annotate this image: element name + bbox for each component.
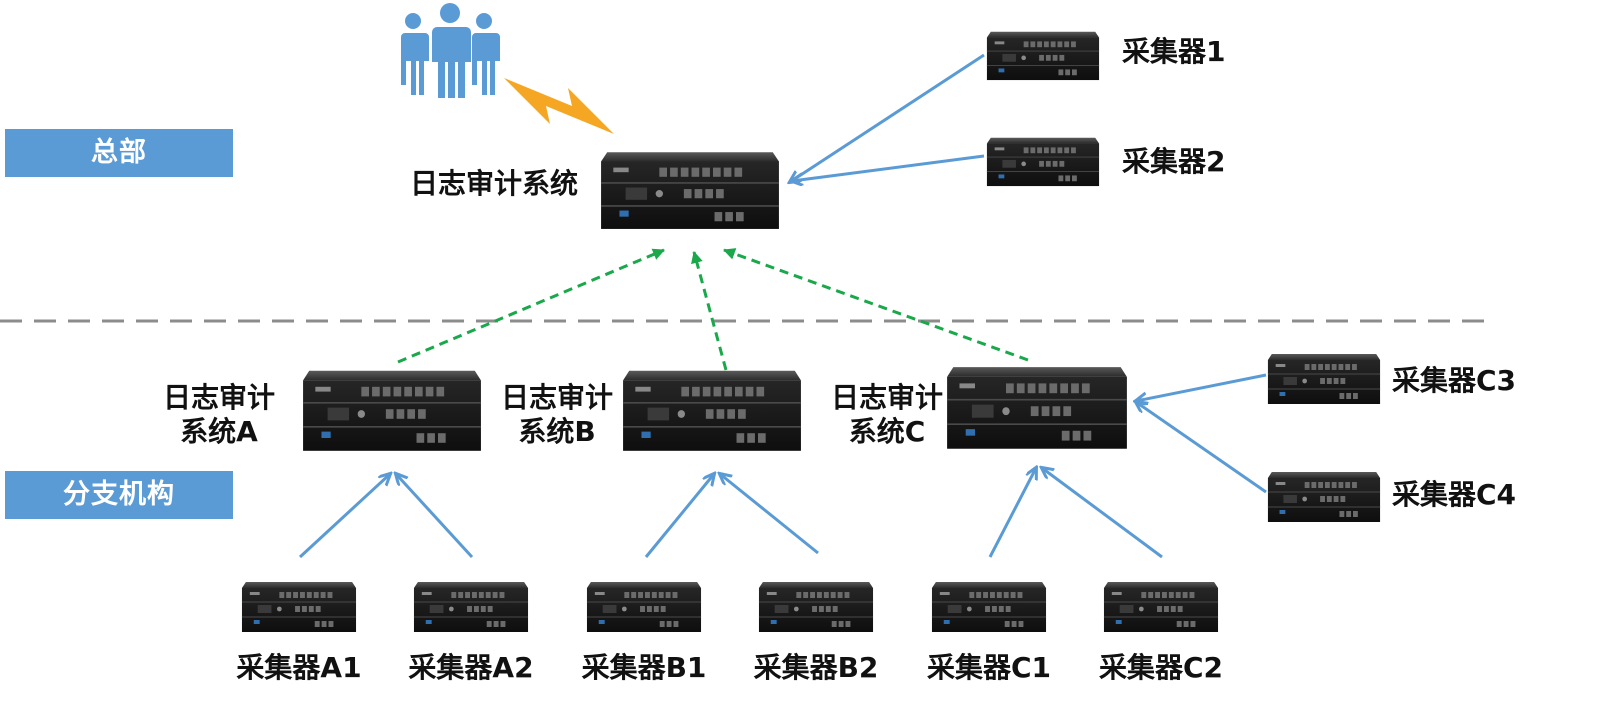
link-c3-systemc [1136, 373, 1267, 401]
label-system-a-line1: 日志审计 [162, 381, 275, 414]
link-collector2-main [792, 154, 985, 181]
label-collector-2: 采集器2 [1122, 145, 1226, 178]
link-a1-systema [298, 474, 390, 559]
lightning-icon [504, 78, 614, 134]
label-system-c-line1: 日志审计 [830, 381, 943, 414]
server-collector-c2 [1103, 581, 1219, 633]
users-icon [401, 3, 500, 98]
server-collector-a2 [413, 581, 529, 633]
label-main-system: 日志审计系统 [410, 167, 579, 200]
link-systemc-main [723, 248, 1029, 362]
label-collector-c2: 采集器C2 [1098, 651, 1224, 684]
label-collector-b1: 采集器B1 [581, 651, 707, 684]
label-collector-c1: 采集器C1 [926, 651, 1052, 684]
server-system-a [302, 369, 482, 452]
link-collector1-main [790, 53, 985, 182]
label-system-b: 日志审计 系统B [496, 381, 618, 449]
label-collector-a1: 采集器A1 [236, 651, 362, 684]
server-collector-2 [986, 137, 1100, 187]
region-label-hq: 总部 [5, 129, 233, 177]
label-system-a: 日志审计 系统A [158, 381, 280, 449]
green-links [397, 248, 1029, 371]
server-collector-1 [986, 31, 1100, 81]
server-collector-b1 [586, 581, 702, 633]
link-c2-systemc [1042, 468, 1163, 559]
link-a2-systema [396, 474, 474, 559]
server-system-b [622, 369, 802, 452]
server-main-system [600, 151, 780, 230]
server-collector-c4 [1267, 471, 1381, 523]
server-system-c [946, 366, 1128, 450]
label-collector-b2: 采集器B2 [753, 651, 879, 684]
label-system-a-line2: 系统A [180, 415, 258, 448]
label-system-b-line2: 系统B [518, 415, 596, 448]
label-collector-1: 采集器1 [1122, 35, 1226, 68]
link-systemb-main [691, 251, 728, 371]
label-system-c-line2: 系统C [848, 415, 926, 448]
link-b2-systemb [720, 474, 819, 555]
link-b1-systemb [644, 474, 714, 558]
link-c4-systemc [1136, 402, 1267, 494]
label-system-c: 日志审计 系统C [826, 381, 948, 449]
label-collector-c4: 采集器C4 [1392, 478, 1517, 511]
blue-links [298, 53, 1267, 559]
server-collector-b2 [758, 581, 874, 633]
link-c1-systemc [988, 468, 1036, 558]
label-collector-a2: 采集器A2 [408, 651, 534, 684]
label-collector-c3: 采集器C3 [1392, 364, 1517, 397]
region-label-branch: 分支机构 [5, 471, 233, 519]
server-collector-c3 [1267, 353, 1381, 405]
server-collector-a1 [241, 581, 357, 633]
label-system-b-line1: 日志审计 [500, 381, 613, 414]
link-systema-main [397, 248, 665, 364]
server-collector-c1 [931, 581, 1047, 633]
